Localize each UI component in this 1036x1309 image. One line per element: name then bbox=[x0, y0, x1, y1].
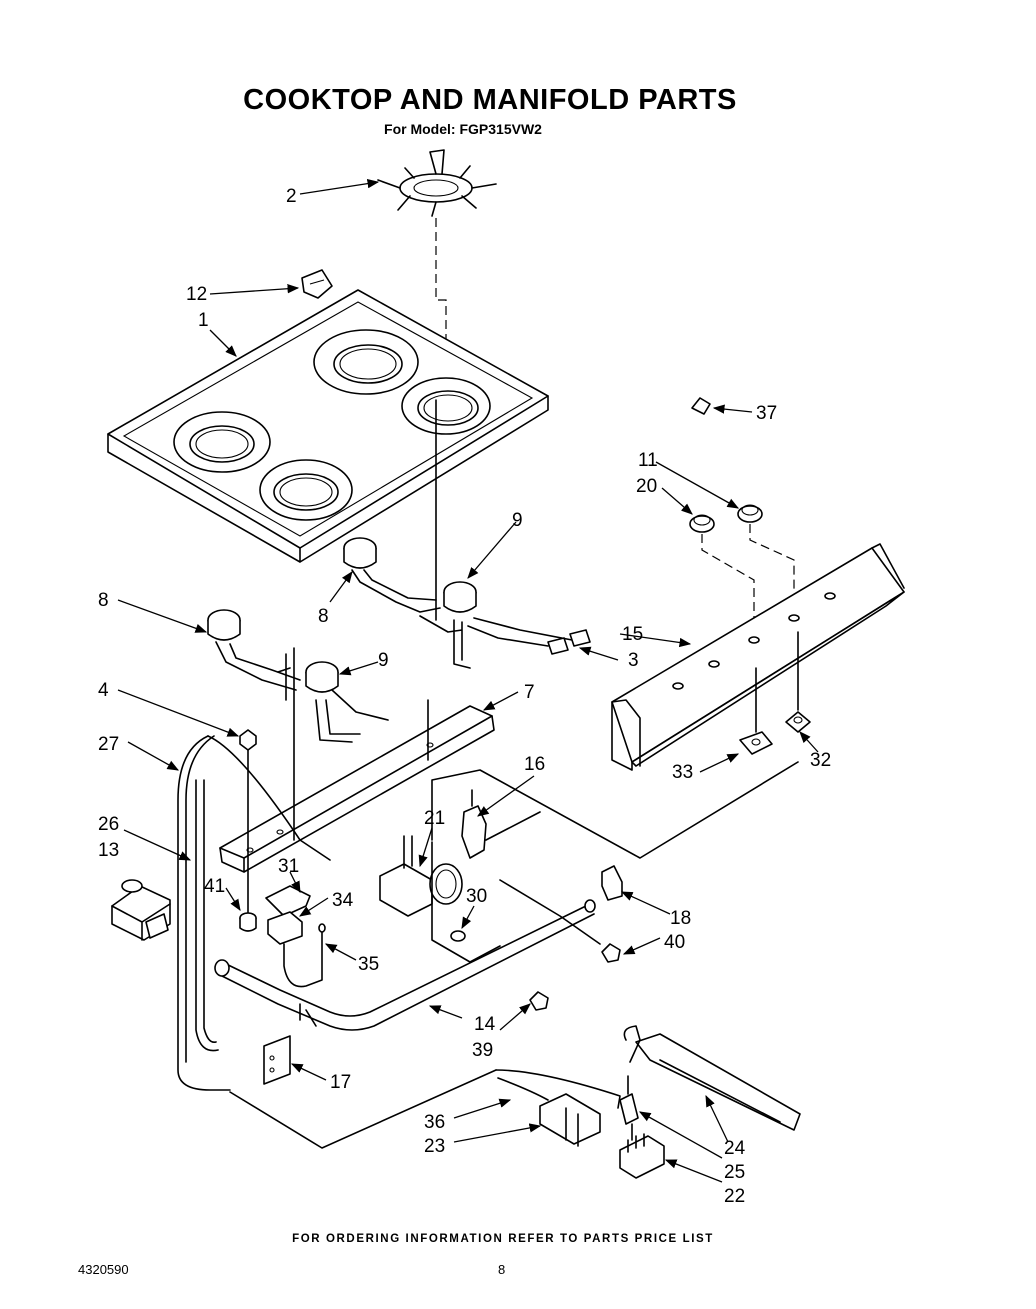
callout-9-upper: 9 bbox=[512, 510, 523, 531]
callout-11: 11 bbox=[638, 450, 658, 471]
callout-15: 15 bbox=[622, 624, 643, 645]
page-title: COOKTOP AND MANIFOLD PARTS bbox=[243, 84, 737, 116]
callout-26: 26 bbox=[98, 814, 119, 835]
burner-well-rear-right bbox=[401, 377, 491, 435]
burner-well-rear-left bbox=[313, 329, 419, 395]
spacer bbox=[239, 912, 257, 932]
callout-31: 31 bbox=[278, 856, 299, 877]
page-number: 8 bbox=[498, 1262, 506, 1277]
callout-36: 36 bbox=[424, 1112, 445, 1133]
document-number: 4320590 bbox=[78, 1262, 129, 1277]
callout-17: 17 bbox=[330, 1072, 351, 1093]
bracket-17 bbox=[263, 1035, 291, 1085]
screw-40 bbox=[601, 943, 621, 963]
gas-tubing bbox=[177, 735, 331, 1091]
callout-35: 35 bbox=[358, 954, 379, 975]
callout-3: 3 bbox=[628, 650, 639, 671]
callout-16: 16 bbox=[524, 754, 545, 775]
callout-13: 13 bbox=[98, 840, 119, 861]
callout-25: 25 bbox=[724, 1162, 745, 1183]
burner-grate bbox=[377, 149, 497, 217]
callout-23: 23 bbox=[424, 1136, 445, 1157]
safety-valve bbox=[619, 1133, 665, 1179]
manifold-pipe bbox=[214, 899, 596, 1031]
model-subtitle: For Model: FGP315VW2 bbox=[384, 121, 542, 137]
callout-30: 30 bbox=[466, 886, 487, 907]
callout-4: 4 bbox=[98, 680, 109, 701]
gas-valve bbox=[111, 879, 171, 941]
bushing-30 bbox=[450, 930, 466, 942]
callout-9-lower: 9 bbox=[378, 650, 389, 671]
bracket-18 bbox=[601, 865, 623, 901]
igniter-module bbox=[379, 835, 501, 963]
callout-7: 7 bbox=[524, 682, 535, 703]
callout-18: 18 bbox=[670, 908, 691, 929]
callout-8-upper: 8 bbox=[318, 606, 329, 627]
callout-37: 37 bbox=[756, 403, 777, 424]
clip bbox=[691, 397, 711, 415]
screw-39 bbox=[529, 991, 549, 1011]
pilot-assembly bbox=[539, 1093, 601, 1147]
callout-22: 22 bbox=[724, 1186, 745, 1207]
knob-20 bbox=[689, 514, 715, 533]
bracket-31 bbox=[265, 885, 311, 917]
bracket-32 bbox=[785, 711, 811, 733]
callout-20: 20 bbox=[636, 476, 657, 497]
callout-12: 12 bbox=[186, 284, 207, 305]
burner-well-front-left bbox=[173, 411, 271, 473]
manifold-panel bbox=[611, 543, 905, 771]
support-bar bbox=[219, 705, 495, 873]
callout-1: 1 bbox=[198, 310, 209, 331]
bracket-33 bbox=[739, 731, 773, 755]
cooktop-panel bbox=[107, 289, 549, 563]
callout-27: 27 bbox=[98, 734, 119, 755]
lead-wire bbox=[283, 923, 326, 988]
oven-burner bbox=[623, 1025, 801, 1131]
ordering-note: FOR ORDERING INFORMATION REFER TO PARTS … bbox=[292, 1233, 714, 1245]
callout-14: 14 bbox=[474, 1014, 496, 1035]
oven-ignitor bbox=[619, 1075, 639, 1141]
thermostat-bulb bbox=[495, 1069, 621, 1109]
burner-assembly-rear bbox=[343, 537, 591, 669]
callout-8-lower: 8 bbox=[98, 590, 109, 611]
callout-leaders bbox=[117, 178, 819, 1183]
callout-21: 21 bbox=[424, 808, 445, 829]
cooktop-bracket bbox=[301, 269, 333, 299]
callout-2: 2 bbox=[286, 186, 297, 207]
callout-41: 41 bbox=[204, 876, 225, 897]
spark-electrode bbox=[461, 789, 541, 859]
burner-well-front-right bbox=[259, 459, 353, 521]
callout-34: 34 bbox=[332, 890, 354, 911]
callout-33: 33 bbox=[672, 762, 693, 783]
burner-assembly-front bbox=[207, 609, 389, 743]
hex-nut bbox=[239, 729, 257, 751]
knob-11 bbox=[737, 504, 763, 523]
terminal-block bbox=[267, 911, 303, 945]
callout-39: 39 bbox=[472, 1040, 493, 1061]
callout-24: 24 bbox=[724, 1138, 746, 1159]
callout-40: 40 bbox=[664, 932, 685, 953]
callout-32: 32 bbox=[810, 750, 831, 771]
callout-labels: 2 12 1 37 11 20 9 8 8 9 15 3 7 4 27 26 1… bbox=[98, 186, 831, 1207]
